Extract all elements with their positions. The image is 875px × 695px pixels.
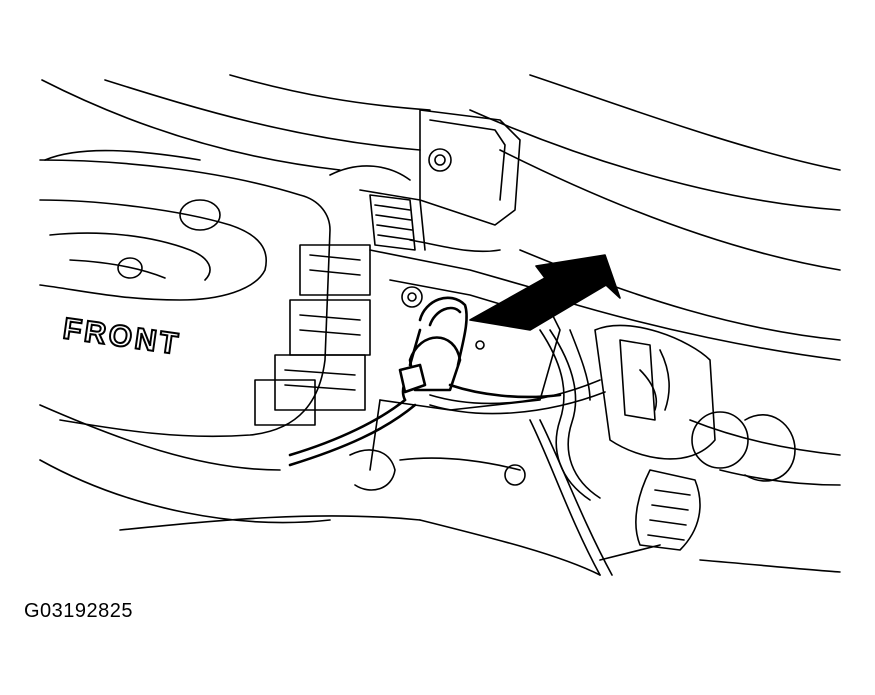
component-illustration: FRONT [39, 74, 841, 576]
right-connector-cluster [594, 324, 796, 561]
wire-clip [288, 296, 562, 467]
wire-harness [429, 329, 613, 576]
central-mount [349, 249, 561, 491]
switch-block [254, 244, 371, 426]
molded-front-text: FRONT [61, 312, 183, 361]
upper-bracket [329, 109, 521, 251]
upper-connector [369, 194, 501, 253]
figure-code: G03192825 [24, 600, 134, 622]
lower-edge-lines [39, 404, 601, 576]
shroud-housing [39, 149, 331, 438]
callout-arrow [469, 254, 621, 331]
